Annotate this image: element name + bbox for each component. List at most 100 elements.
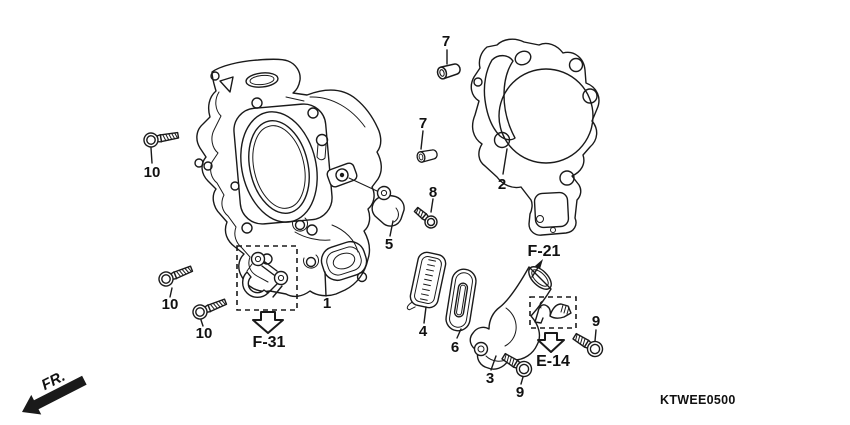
clamp-part-5 [371,185,405,227]
part6-slot [453,282,469,318]
leader-8 [430,198,434,213]
leader-lines [150,49,597,385]
f31-ear-1-hole [254,255,262,263]
part6-slot-inner [456,284,466,316]
callout-9-right: 9 [592,313,600,330]
gasket-window-left [483,54,516,141]
callout-8: 8 [429,184,437,201]
part6-mid [449,272,473,328]
spigot-ear-3 [356,271,368,283]
f21-arrowhead-icon [535,259,543,269]
bolt-10-low [190,294,229,322]
leader-10-low [200,319,204,327]
part4-ribs [419,259,437,301]
ref-label-e14: E-14 [536,353,570,370]
diagram-code: KTWEE0500 [660,393,736,407]
flange-hole-left2 [203,161,213,171]
callout-10-top: 10 [144,164,161,181]
face-hole-tr [307,107,319,119]
f31-reference [236,245,298,334]
f31-dashed-box [236,245,298,311]
bolt-10-top [142,127,180,149]
keyhole-circle [315,133,329,147]
callout-10-mid: 10 [162,296,179,313]
tab-hole [210,71,220,81]
part3-ear-hole [477,345,485,353]
leader-boss-to-5 [348,177,378,192]
e14-clip-hatch [560,304,570,315]
cylinder-part [194,58,382,298]
spigot-ear-1-rim [292,217,309,232]
bolt-8 [411,204,441,232]
spigot-ear-2-rim [303,254,320,269]
e14-dashed-box [529,296,577,329]
leader-7-mid [420,130,424,150]
callout-1: 1 [323,295,331,312]
gasket-hole-topleft [514,50,532,66]
front-marker: FR. [22,368,87,415]
spigot-port-outer [320,240,368,282]
part3-ear [473,341,489,357]
callout-2: 2 [498,176,506,193]
flange-hole-left1 [194,158,204,168]
dowel-pin-mid [415,147,439,164]
e14-clip-hook [539,300,544,309]
gasket-window-bottom [533,191,570,229]
side-boss-hole-center [339,172,345,178]
flange-inner-contour [210,91,269,283]
clamp5-tab [376,185,392,201]
leader-9-right [594,329,597,342]
part4-hook [406,301,416,311]
triangle-hole [219,76,234,93]
f31-strap-a [261,261,278,276]
leader-5 [389,220,394,237]
callout-5: 5 [385,236,393,253]
callout-7-top: 7 [442,33,450,50]
bolt-10-mid [156,261,195,289]
f21-reference [531,259,543,278]
fr-arrow-icon [22,375,87,415]
spigot-port-opening [332,252,356,270]
bore-ring-outer [240,111,318,223]
leader-4 [423,306,427,324]
leader-10-top [150,147,153,164]
callout-10-low: 10 [196,325,213,342]
e14-reference [529,296,577,353]
f31-saddle [241,271,269,299]
elbow-part-3 [469,266,552,370]
gasket-hole-topright [568,57,584,73]
body-contour-a [309,96,366,128]
bore-ring-inner [252,125,306,209]
leader-9-bottom [520,376,524,385]
leader-10-mid [169,287,173,298]
f31-ear-1 [250,251,266,267]
part6-outer [445,268,477,332]
ref-label-f31: F-31 [253,334,286,351]
spigot-ear-2 [305,256,317,268]
spigot-top-line [294,231,331,241]
f21-arrow-line [531,265,540,278]
dowel-pin-top [435,61,463,81]
callout-3: 3 [486,370,494,387]
e14-clip [534,300,572,324]
f31-strap-b [267,283,283,298]
spigot-port [320,240,368,282]
gasket-outline [470,38,600,236]
clamp5-end-face [393,207,399,223]
reed-part-4 [406,251,447,311]
leader-2 [502,148,508,175]
face-hole-br [306,224,318,236]
plate-part-6 [445,268,477,332]
gasket-hole-leftmid [493,131,511,149]
part3-opening-inner [531,269,549,287]
f31-strap-c [246,263,253,272]
gasket-bore [498,68,594,164]
f31-ear-2-hole [277,274,285,282]
ref-label-f21: F-21 [528,243,561,260]
leader-6 [456,328,462,339]
gasket-hole-ext2 [550,227,556,233]
gasket-hole-leftsmall [473,77,483,87]
side-boss-hole [335,168,349,182]
